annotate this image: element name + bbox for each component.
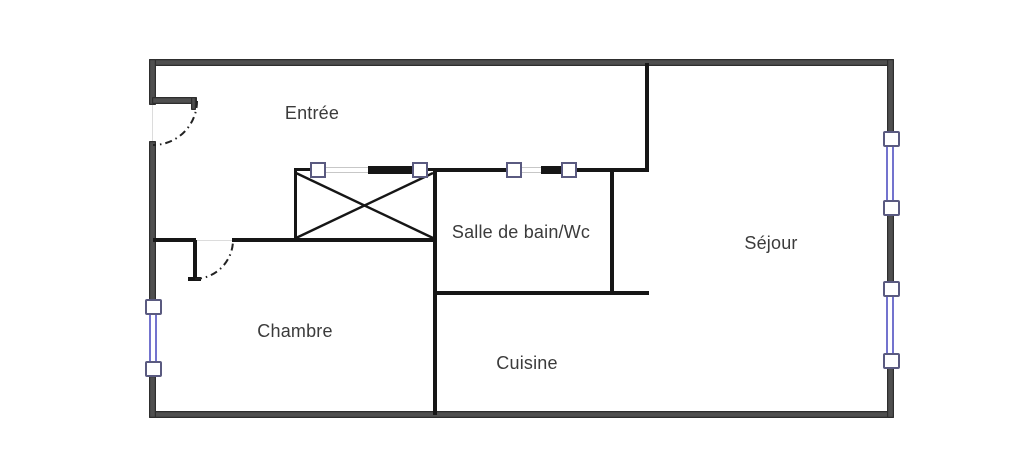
bathroom-sliding-door-track [522, 167, 544, 173]
room-label-salle-de-bain: Salle de bain/Wc [451, 222, 591, 242]
closet-top-stub-right [427, 168, 436, 171]
entry-door-opening [152, 103, 153, 143]
room-label-entree: Entrée [284, 103, 340, 123]
closet-sliding-door-jamb-right [412, 162, 428, 178]
chambre-door-swing-arc [194, 239, 234, 280]
bathroom-sliding-door-jamb-right [561, 162, 577, 178]
room-label-chambre: Chambre [257, 321, 333, 341]
bathroom-sliding-door-panel [541, 166, 562, 174]
exterior-wall-left-upper [149, 59, 156, 105]
exterior-wall-bottom [149, 411, 894, 418]
room-label-cuisine: Cuisine [496, 353, 558, 373]
bathroom-sliding-door-jamb-left [506, 162, 522, 178]
window-left-frame-top [145, 299, 162, 315]
wall-bathroom-right [610, 170, 614, 295]
window-right-upper-frame-top [883, 131, 900, 147]
exterior-wall-right-upper [887, 59, 894, 133]
chambre-door-opening [196, 240, 232, 241]
wall-cuisine-top [434, 291, 649, 295]
closet-sliding-door-panel [368, 166, 413, 174]
closet-left-edge [294, 170, 297, 240]
entry-door-leaf [152, 97, 197, 104]
window-right-lower-glass [886, 295, 894, 355]
wall-chambre-top-left [153, 238, 196, 242]
wall-entree-sejour [645, 63, 649, 172]
window-left-glass [149, 313, 157, 363]
room-label-sejour: Séjour [744, 233, 798, 253]
wall-chambre-top-right [232, 238, 436, 242]
window-right-upper-glass [886, 145, 894, 202]
exterior-wall-right-middle [887, 214, 894, 283]
closet-cross-diagonal-2 [295, 171, 434, 240]
closet-sliding-door-jamb-left [310, 162, 326, 178]
closet-sliding-door-track [326, 167, 370, 173]
exterior-wall-right-lower [887, 367, 894, 418]
closet-top-stub-left [294, 168, 313, 171]
chambre-door-leaf-end [188, 277, 201, 281]
window-right-lower-frame-top [883, 281, 900, 297]
window-left-frame-bottom [145, 361, 162, 377]
entry-door-leaf-end [191, 97, 196, 110]
exterior-wall-top [149, 59, 894, 66]
exterior-wall-left-middle [149, 141, 156, 302]
exterior-wall-left-lower [149, 376, 156, 418]
wall-bathroom-top-left [434, 168, 508, 172]
entry-door-swing-arc [152, 100, 198, 146]
window-right-lower-frame-bottom [883, 353, 900, 369]
window-right-upper-frame-bottom [883, 200, 900, 216]
chambre-door-leaf [193, 240, 197, 280]
